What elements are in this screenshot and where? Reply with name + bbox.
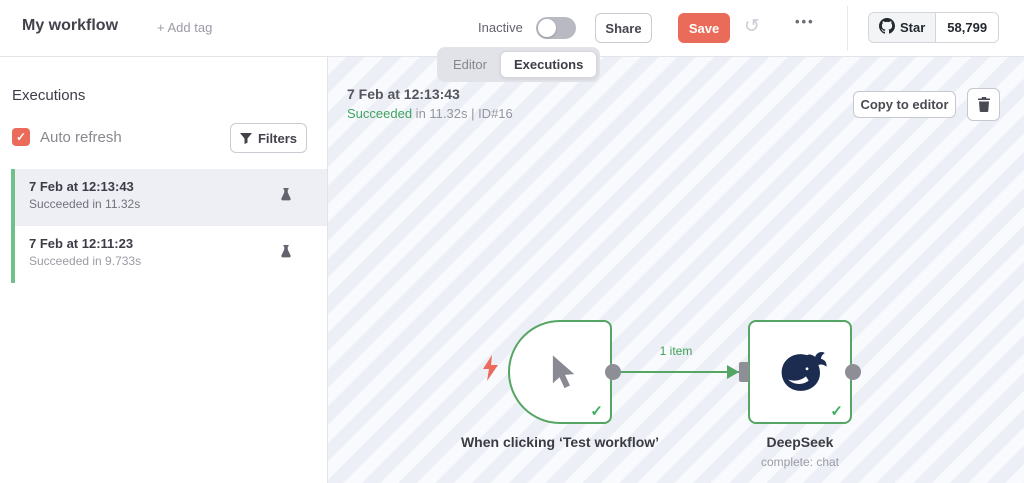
- top-bar: My workflow + Add tag Inactive Share Sav…: [0, 0, 1024, 57]
- filter-icon: [239, 132, 252, 144]
- filters-button[interactable]: Filters: [230, 123, 307, 153]
- input-connector[interactable]: [739, 362, 749, 382]
- trash-icon: [977, 97, 990, 112]
- output-connector[interactable]: [605, 364, 621, 380]
- execution-preview-canvas[interactable]: 7 Feb at 12:13:43 Succeeded in 11.32s | …: [328, 57, 1024, 483]
- active-toggle[interactable]: [536, 17, 576, 39]
- filters-label: Filters: [257, 130, 297, 146]
- github-star-label: Star: [900, 20, 926, 35]
- execution-status: Succeeded in 11.32s: [29, 197, 141, 211]
- execution-time: 7 Feb at 12:11:23: [29, 236, 134, 251]
- node-success-check-icon: ✓: [590, 403, 603, 420]
- execution-time: 7 Feb at 12:13:43: [29, 179, 134, 194]
- connection-items-label: 1 item: [659, 344, 693, 358]
- history-icon[interactable]: ↺: [744, 16, 760, 37]
- view-tabs: Editor Executions: [437, 47, 601, 82]
- node-deepseek[interactable]: ✓: [748, 320, 852, 424]
- topbar-divider: [847, 6, 848, 51]
- execution-list-item[interactable]: 7 Feb at 12:11:23 Succeeded in 9.733s: [11, 226, 327, 283]
- tab-executions[interactable]: Executions: [499, 51, 598, 78]
- executions-sidebar: Executions ✓ Auto refresh Filters 7 Feb …: [0, 57, 328, 483]
- manual-execution-flask-icon: [281, 188, 291, 201]
- lightning-trigger-icon: [483, 355, 498, 381]
- execution-header-status: Succeeded in 11.32s | ID#16: [347, 106, 513, 121]
- tab-editor[interactable]: Editor: [453, 57, 487, 72]
- execution-header-time: 7 Feb at 12:13:43: [347, 86, 460, 102]
- github-star-button[interactable]: Star: [869, 13, 936, 42]
- status-succeeded: Succeeded: [347, 106, 413, 121]
- github-star-count[interactable]: 58,799: [935, 13, 999, 42]
- manual-execution-flask-icon: [281, 245, 291, 258]
- status-details: in 11.32s | ID#16: [412, 106, 513, 121]
- node-manual-trigger[interactable]: ✓: [508, 320, 612, 424]
- cursor-icon: [552, 355, 575, 389]
- github-icon: [879, 18, 895, 37]
- node-label-trigger: When clicking ‘Test workflow’: [460, 434, 660, 450]
- auto-refresh-label: Auto refresh: [40, 128, 122, 146]
- more-options-icon[interactable]: •••: [795, 14, 815, 29]
- copy-to-editor-button[interactable]: Copy to editor: [853, 91, 956, 118]
- checkbox-checked-icon[interactable]: ✓: [12, 128, 30, 146]
- auto-refresh-checkbox[interactable]: ✓ Auto refresh: [12, 128, 122, 146]
- share-button[interactable]: Share: [595, 13, 652, 43]
- toggle-knob: [538, 19, 556, 37]
- sidebar-heading: Executions: [12, 87, 86, 104]
- deepseek-whale-icon: [781, 352, 827, 391]
- workflow-title[interactable]: My workflow: [22, 17, 119, 34]
- active-toggle-label: Inactive: [478, 20, 523, 35]
- node-operation-sublabel: complete: chat: [760, 455, 840, 469]
- add-tag-button[interactable]: + Add tag: [157, 20, 213, 35]
- delete-execution-button[interactable]: [967, 88, 1000, 121]
- execution-list-item[interactable]: 7 Feb at 12:13:43 Succeeded in 11.32s: [11, 169, 327, 226]
- output-connector[interactable]: [845, 364, 861, 380]
- save-button[interactable]: Save: [678, 13, 730, 43]
- github-star-widget[interactable]: Star 58,799: [868, 12, 1000, 43]
- node-success-check-icon: ✓: [830, 403, 843, 420]
- execution-status: Succeeded in 9.733s: [29, 254, 142, 268]
- connection-arrowhead: [727, 365, 739, 379]
- connection-line[interactable]: [613, 371, 740, 373]
- execution-list: 7 Feb at 12:13:43 Succeeded in 11.32s 7 …: [11, 169, 327, 283]
- node-label-deepseek: DeepSeek: [766, 434, 834, 450]
